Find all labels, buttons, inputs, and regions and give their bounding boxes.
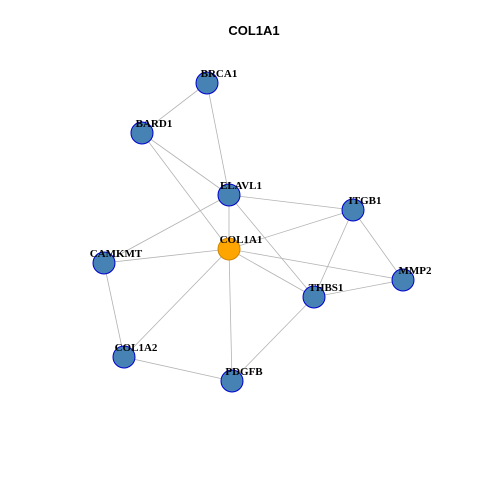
edge-col1a1-thbs1: [228, 248, 315, 298]
edge-itgb1-thbs1: [313, 209, 354, 298]
edge-layer: [103, 82, 404, 382]
node-label: MMP2: [399, 265, 432, 277]
edge-elavl1-thbs1: [228, 194, 315, 298]
node-col1a2: COL1A2: [112, 342, 158, 369]
edge-col1a1-col1a2: [123, 248, 230, 358]
node-circle: [217, 237, 241, 261]
edge-itgb1-mmp2: [352, 209, 404, 281]
node-label: COL1A1: [220, 234, 263, 246]
edge-col1a1-mmp2: [228, 248, 404, 281]
graph-title: COL1A1: [228, 23, 279, 38]
edge-itgb1-col1a1: [228, 209, 354, 250]
edge-camkmt-col1a2: [103, 262, 125, 358]
node-thbs1: THBS1: [302, 282, 344, 309]
edge-thbs1-pdgfb: [231, 296, 315, 382]
node-col1a1: COL1A1: [217, 234, 263, 261]
node-label: ITGB1: [348, 195, 381, 207]
node-bard1: BARD1: [130, 118, 173, 145]
edge-elavl1-camkmt: [103, 194, 230, 264]
node-label: BARD1: [136, 118, 173, 130]
node-label: BRCA1: [201, 68, 238, 80]
node-elavl1: ELAVL1: [217, 180, 262, 207]
edge-col1a1-pdgfb: [228, 248, 233, 382]
node-circle: [195, 71, 219, 95]
node-circle: [92, 251, 116, 275]
node-circle: [130, 121, 154, 145]
node-circle: [217, 183, 241, 207]
edge-col1a1-camkmt: [103, 248, 230, 264]
edge-bard1-col1a1: [141, 132, 230, 250]
node-label: PDGFB: [225, 366, 263, 378]
edge-col1a2-pdgfb: [123, 356, 233, 382]
edge-bard1-elavl1: [141, 132, 230, 196]
node-pdgfb: PDGFB: [220, 366, 263, 393]
node-label: CAMKMT: [90, 248, 143, 260]
node-circle: [391, 268, 415, 292]
edge-brca1-elavl1: [206, 82, 230, 196]
node-label: ELAVL1: [220, 180, 262, 192]
edge-thbs1-mmp2: [313, 279, 404, 298]
node-mmp2: MMP2: [391, 265, 432, 292]
node-circle: [302, 285, 326, 309]
node-label: THBS1: [309, 282, 344, 294]
node-itgb1: ITGB1: [341, 195, 382, 222]
node-circle: [112, 345, 136, 369]
node-camkmt: CAMKMT: [90, 248, 143, 275]
node-circle: [341, 198, 365, 222]
edge-elavl1-itgb1: [228, 194, 354, 211]
node-label: COL1A2: [115, 342, 158, 354]
edge-brca1-bard1: [141, 82, 208, 134]
node-circle: [220, 369, 244, 393]
node-brca1: BRCA1: [195, 68, 238, 95]
